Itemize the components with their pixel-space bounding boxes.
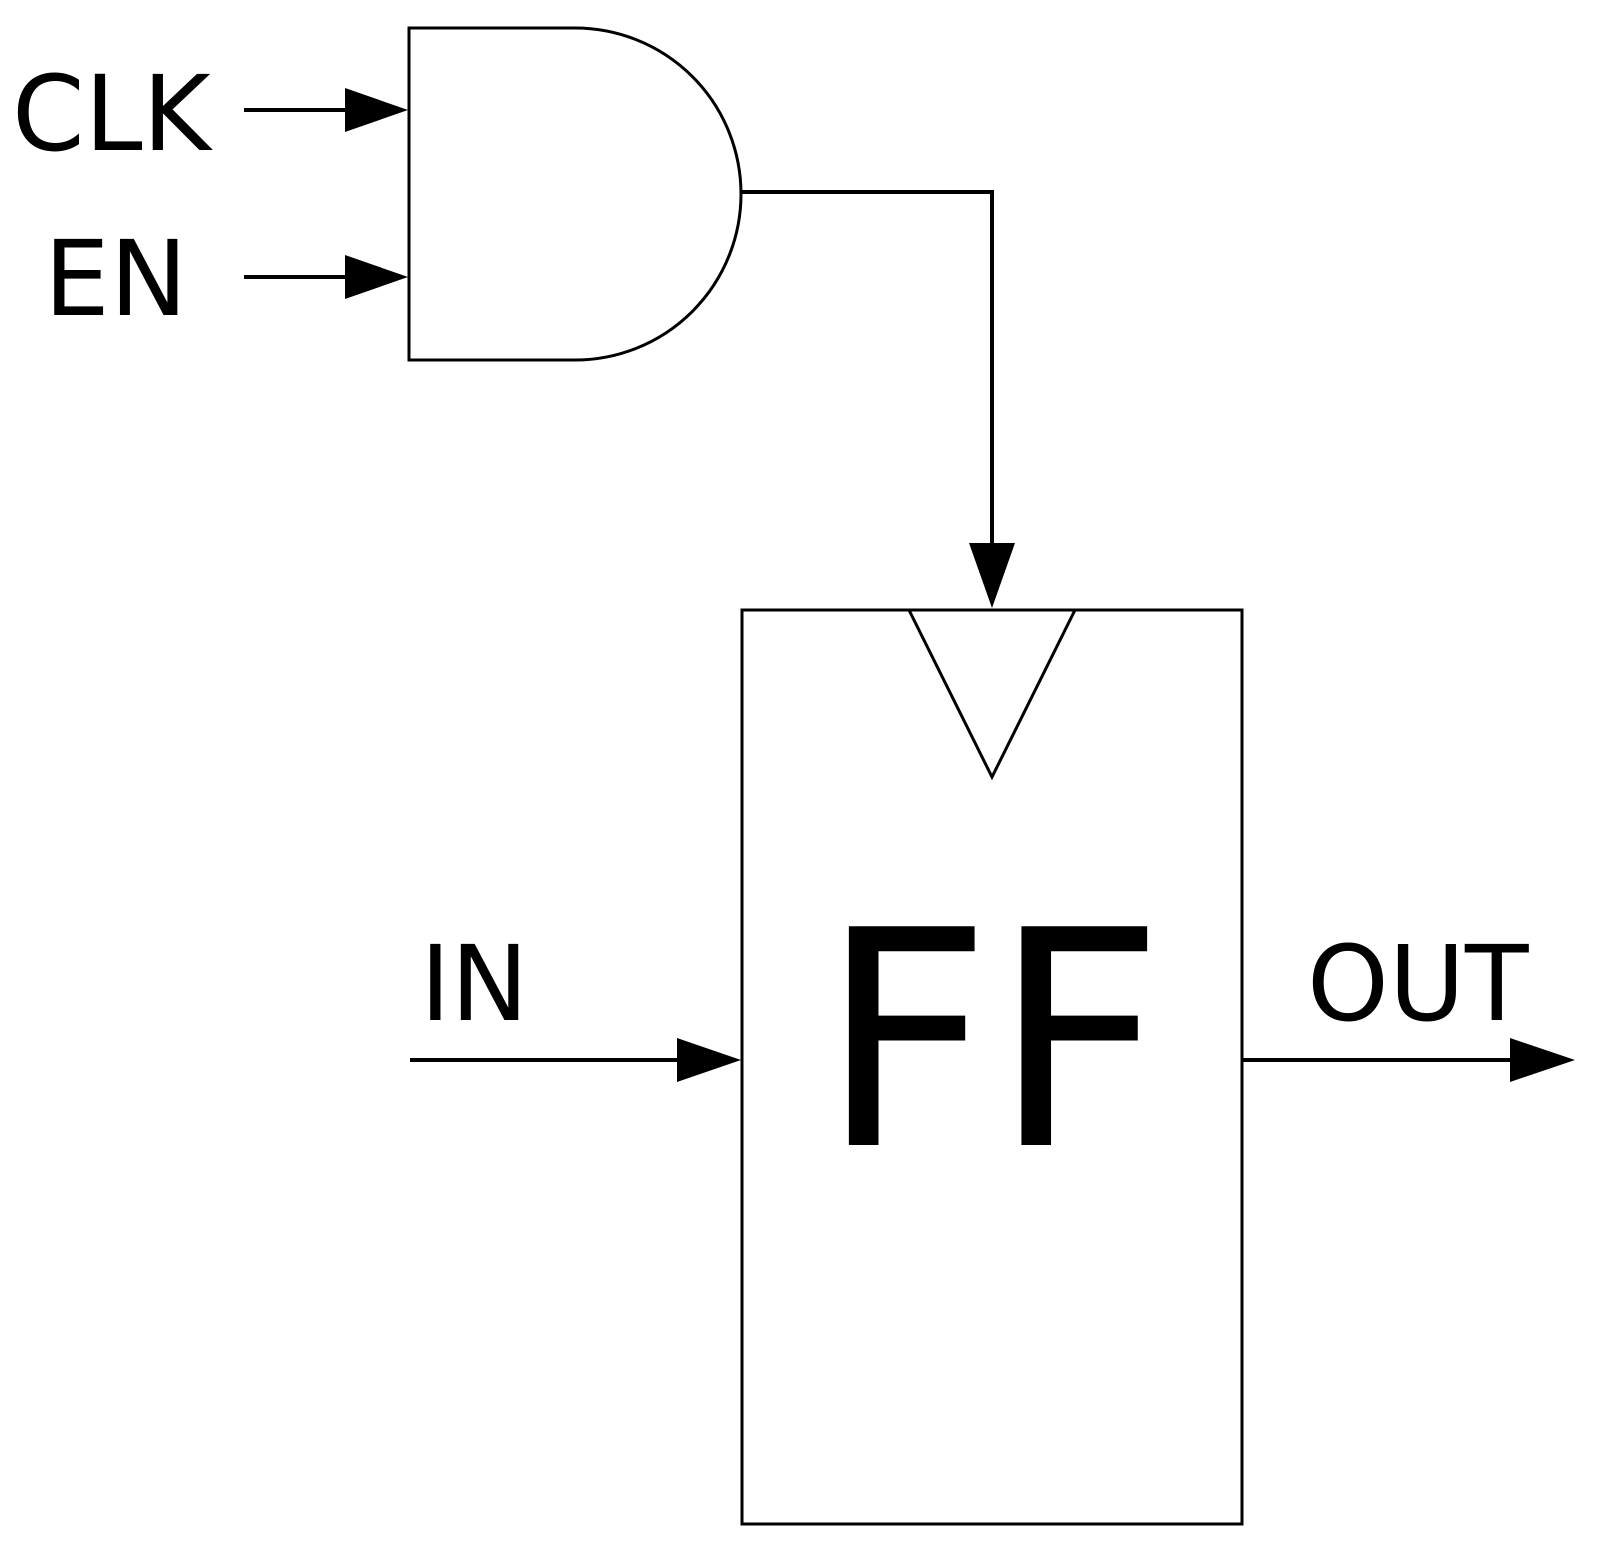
out-label: OUT [1307, 923, 1529, 1045]
and-gate-icon [407, 26, 743, 362]
en-label: EN [44, 218, 188, 340]
clock-edge-triangle-icon [906, 608, 1078, 781]
data-output-arrow [1242, 1038, 1575, 1082]
clk-input-arrow [244, 88, 408, 132]
en-input-arrow [244, 255, 408, 299]
clk-label: CLK [12, 53, 214, 175]
data-input-arrow [410, 1038, 741, 1082]
gated-clock-wire [741, 190, 1015, 608]
in-label: IN [420, 923, 528, 1045]
flip-flop-label: FF [819, 867, 1164, 1216]
